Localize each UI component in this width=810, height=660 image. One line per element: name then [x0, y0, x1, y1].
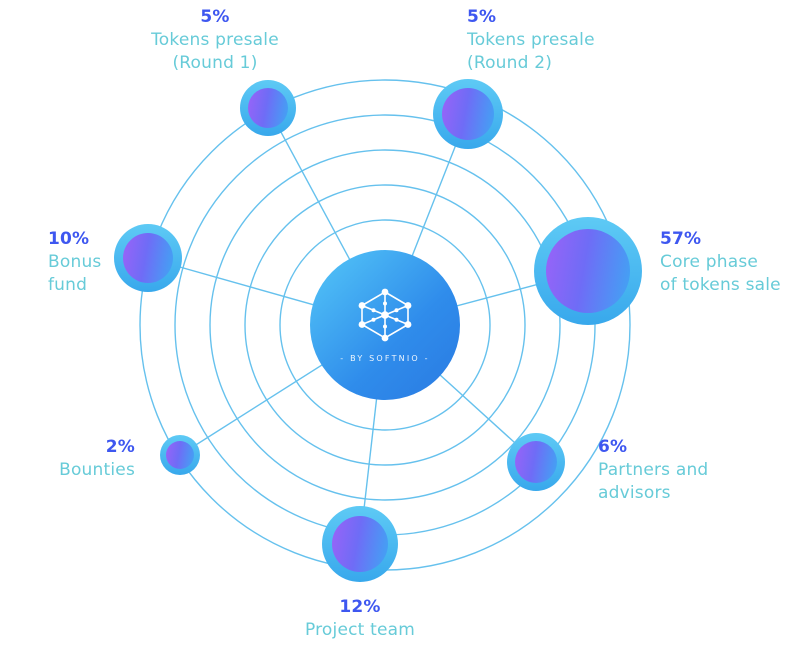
percent-value: 12% [339, 597, 381, 617]
label-line: Bounties [59, 460, 135, 480]
label-project-team: 12% Project team [270, 596, 450, 642]
bubble-project-team [322, 506, 398, 582]
bubble-core [332, 516, 388, 572]
bubble-bounties [160, 435, 200, 475]
bubble-core-phase [534, 217, 642, 325]
bubble-core [546, 229, 630, 313]
label-line: (Round 1) [172, 53, 258, 73]
label-line: Partners and [598, 460, 709, 480]
label-line: (Round 2) [467, 53, 553, 73]
percent-value: 5% [200, 7, 230, 27]
label-partners-advisors: 6% Partners and advisors [598, 436, 748, 505]
percent-value: 10% [48, 229, 90, 249]
bubble-partners-advisors [507, 433, 565, 491]
center-logo-circle: - BY SOFTNIO - [310, 250, 460, 400]
bubble-core [123, 233, 173, 283]
label-line: Tokens presale [467, 30, 595, 50]
hexagon-network-logo-icon [358, 288, 412, 341]
percent-value: 2% [105, 437, 135, 457]
percent-value: 57% [660, 229, 702, 249]
label-bonus-fund: 10% Bonus fund [48, 228, 158, 297]
label-line: Tokens presale [151, 30, 279, 50]
label-tokens-presale-round-2: 5% Tokens presale (Round 2) [467, 6, 647, 75]
bubble-core [442, 88, 494, 140]
label-tokens-presale-round-1: 5% Tokens presale (Round 1) [115, 6, 315, 75]
bubble-core [166, 441, 194, 469]
label-line: of tokens sale [660, 275, 781, 295]
center-caption: - BY SOFTNIO - [340, 353, 430, 363]
bubble-tokens-presale-round-1 [240, 80, 296, 136]
label-line: Project team [304, 620, 416, 640]
bubble-bonus-fund [114, 224, 182, 292]
orbit-ring [209, 149, 561, 501]
percent-value: 5% [467, 7, 497, 27]
percent-value: 6% [598, 437, 628, 457]
label-bounties: 2% Bounties [38, 436, 135, 482]
bubble-core [248, 88, 288, 128]
label-line: fund [48, 275, 88, 295]
label-core-phase: 57% Core phase of tokens sale [660, 228, 805, 297]
bubble-core [515, 441, 557, 483]
orbit-ring [279, 219, 491, 431]
label-line: Core phase [660, 252, 759, 272]
label-line: advisors [598, 483, 671, 503]
orbit-ring [244, 184, 526, 466]
bubble-tokens-presale-round-2 [433, 79, 503, 149]
label-line: Bonus [48, 252, 102, 272]
